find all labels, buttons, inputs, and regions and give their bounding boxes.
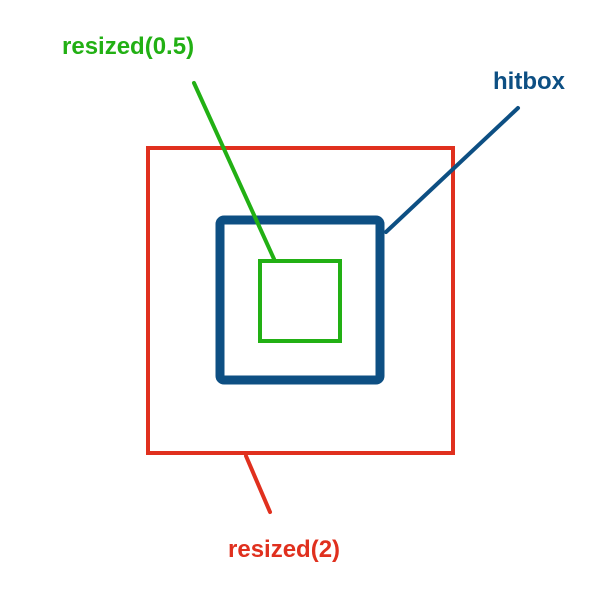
resized-half-leader — [192, 81, 276, 261]
resized-half-box — [258, 259, 342, 343]
hitbox-label: hitbox — [493, 68, 566, 95]
hitbox-leader — [384, 106, 520, 234]
resized-2-leader — [244, 454, 272, 514]
resized-2-box — [146, 146, 455, 455]
resized-2-label: resized(2) — [228, 536, 340, 563]
resized-half-label: resized(0.5) — [62, 33, 194, 60]
hitbox-box — [215, 215, 385, 385]
